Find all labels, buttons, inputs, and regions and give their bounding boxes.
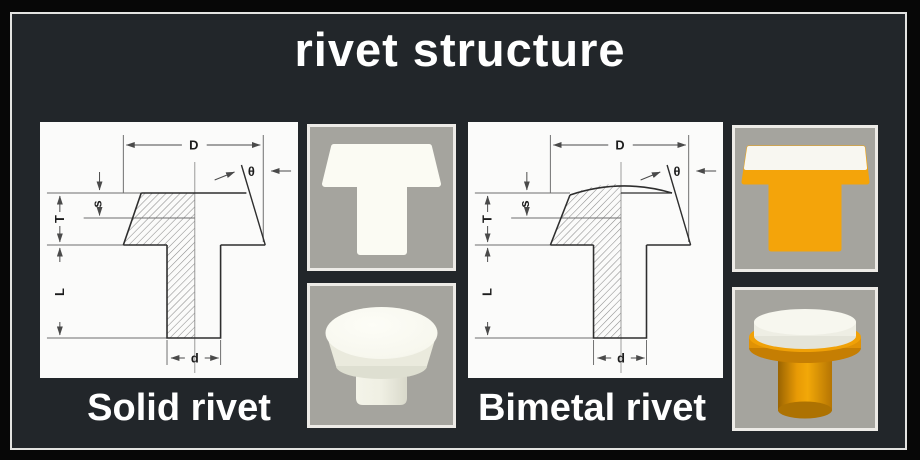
rivet-outline — [122, 164, 266, 339]
bimetal-rivet-cross-section-diagram: D θ s T L d — [474, 135, 717, 373]
bimetal-rivet-front-render — [732, 125, 878, 272]
section-hatching — [550, 183, 621, 338]
solid-rivet-cross-section-diagram: D θ s T L d — [46, 135, 292, 373]
solid-rivet-caption: Solid rivet — [87, 387, 271, 429]
bimetal-rivet-3d-shape — [749, 309, 861, 419]
dim-label-d: d — [191, 350, 199, 365]
solid-rivet-front-shape — [322, 144, 441, 255]
dim-label-T: T — [480, 215, 495, 223]
dim-label-D: D — [615, 137, 624, 152]
dim-label-T: T — [52, 215, 67, 223]
dim-label-theta: θ — [248, 164, 255, 179]
rivet-outline — [549, 164, 692, 339]
dimension-arrows — [484, 142, 717, 361]
solid-rivet-technical-drawing: D θ s T L d — [40, 122, 298, 378]
dim-label-s: s — [90, 200, 105, 207]
solid-rivet-front-render — [307, 124, 456, 271]
extension-lines — [474, 135, 690, 365]
solid-rivet-3d-shape — [325, 307, 438, 405]
dim-label-L: L — [480, 288, 495, 296]
bimetal-rivet-caption: Bimetal rivet — [477, 387, 707, 429]
bimetal-rivet-technical-drawing: D θ s T L d — [468, 122, 723, 378]
page-title: rivet structure — [294, 23, 626, 76]
bimetal-rivet-3d-render — [732, 287, 878, 431]
solid-rivet-3d-render — [307, 283, 456, 428]
dimension-arrows — [56, 142, 292, 361]
dim-label-s: s — [517, 200, 532, 207]
dim-label-d: d — [617, 350, 625, 365]
section-hatching — [123, 193, 195, 338]
dim-label-D: D — [189, 137, 198, 152]
extension-lines — [46, 135, 264, 365]
bimetal-rivet-front-shape — [741, 145, 870, 252]
dim-label-L: L — [52, 288, 67, 296]
dim-label-theta: θ — [673, 164, 680, 179]
